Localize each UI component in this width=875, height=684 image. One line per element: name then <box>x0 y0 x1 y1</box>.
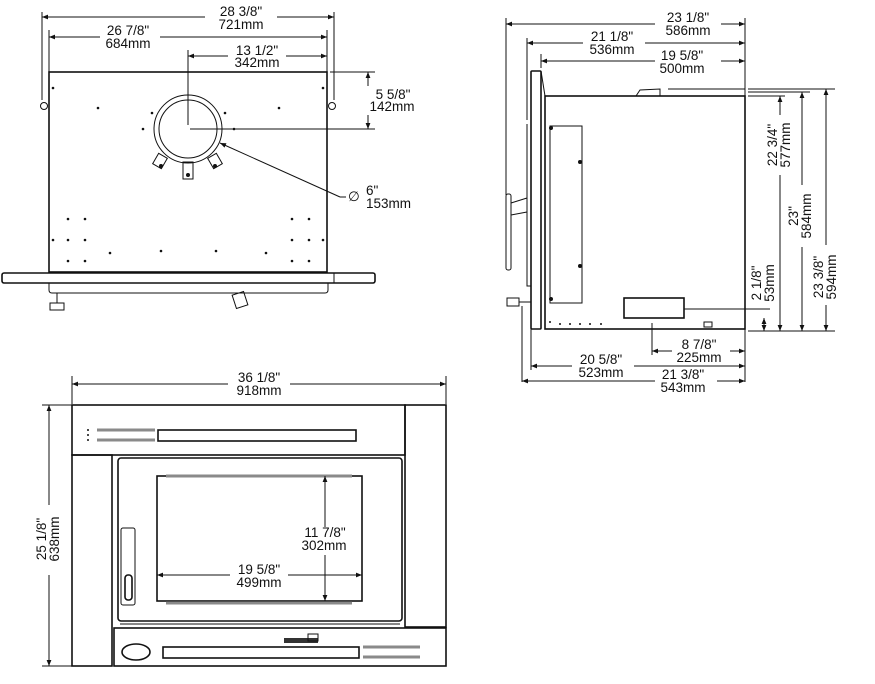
flue-offset-back-mm: 142mm <box>369 99 414 114</box>
flue-diameter-in: 6" <box>366 183 379 198</box>
front-overall-height-in: 25 1/8" <box>34 518 49 561</box>
side-faceplate-depth-mm: 536mm <box>589 42 634 57</box>
top-body-width-in: 26 7/8" <box>107 23 150 38</box>
front-overall-width-in: 36 1/8" <box>238 370 281 385</box>
overall-height-mm: 594mm <box>824 254 839 299</box>
flue-collar <box>151 94 224 180</box>
side-body-depth-mm: 500mm <box>659 61 704 76</box>
vent-height-mm: 53mm <box>762 264 777 302</box>
vent-height-in: 2 1/8" <box>749 265 764 300</box>
diameter-icon: ∅ <box>348 189 360 204</box>
glass-height-mm: 302mm <box>301 538 346 553</box>
overall-height-in: 23 3/8" <box>811 256 826 299</box>
front-overall-height-mm: 638mm <box>47 516 62 561</box>
height-to-top-in: 23" <box>786 206 801 226</box>
body-height-mm: 577mm <box>778 122 793 167</box>
vent-offset-in: 8 7/8" <box>682 337 717 352</box>
bottom-overall-depth-mm: 543mm <box>660 380 705 395</box>
body-height-in: 22 3/4" <box>765 124 780 167</box>
flue-offset-side-in: 13 1/2" <box>236 43 279 58</box>
top-overall-width-mm: 721mm <box>218 17 263 32</box>
side-faceplate-depth-in: 21 1/8" <box>591 29 634 44</box>
height-to-top-mm: 584mm <box>799 193 814 238</box>
side-view: 23 1/8" 586mm 21 1/8" 536mm 19 5/8" 500m… <box>505 10 842 396</box>
side-overall-depth-in: 23 1/8" <box>667 10 710 25</box>
side-overall-depth-mm: 586mm <box>665 23 710 38</box>
bottom-depth-mm: 523mm <box>578 365 623 380</box>
bottom-overall-depth-in: 21 3/8" <box>662 367 705 382</box>
glass-width-in: 19 5/8" <box>238 562 281 577</box>
glass-width-mm: 499mm <box>236 575 281 590</box>
side-body-depth-in: 19 5/8" <box>661 48 704 63</box>
top-body-width-mm: 684mm <box>105 36 150 51</box>
top-overall-width-in: 28 3/8" <box>220 4 263 19</box>
front-overall-width-mm: 918mm <box>236 383 281 398</box>
top-view: 28 3/8" 721mm 26 7/8" 684mm 13 1/2" 342m… <box>1 4 415 311</box>
flue-offset-back-in: 5 5/8" <box>376 87 411 102</box>
flue-offset-side-mm: 342mm <box>234 55 279 70</box>
bottom-depth-in: 20 5/8" <box>580 352 623 367</box>
control-slider-icon <box>284 638 318 643</box>
vent-offset-mm: 225mm <box>676 350 721 365</box>
brand-logo-icon <box>121 643 151 661</box>
front-view: 36 1/8" 918mm 25 1/8" 638mm 11 7/8" 302m… <box>34 370 447 667</box>
glass-height-in: 11 7/8" <box>304 525 346 540</box>
flue-diameter-mm: 153mm <box>366 196 411 211</box>
